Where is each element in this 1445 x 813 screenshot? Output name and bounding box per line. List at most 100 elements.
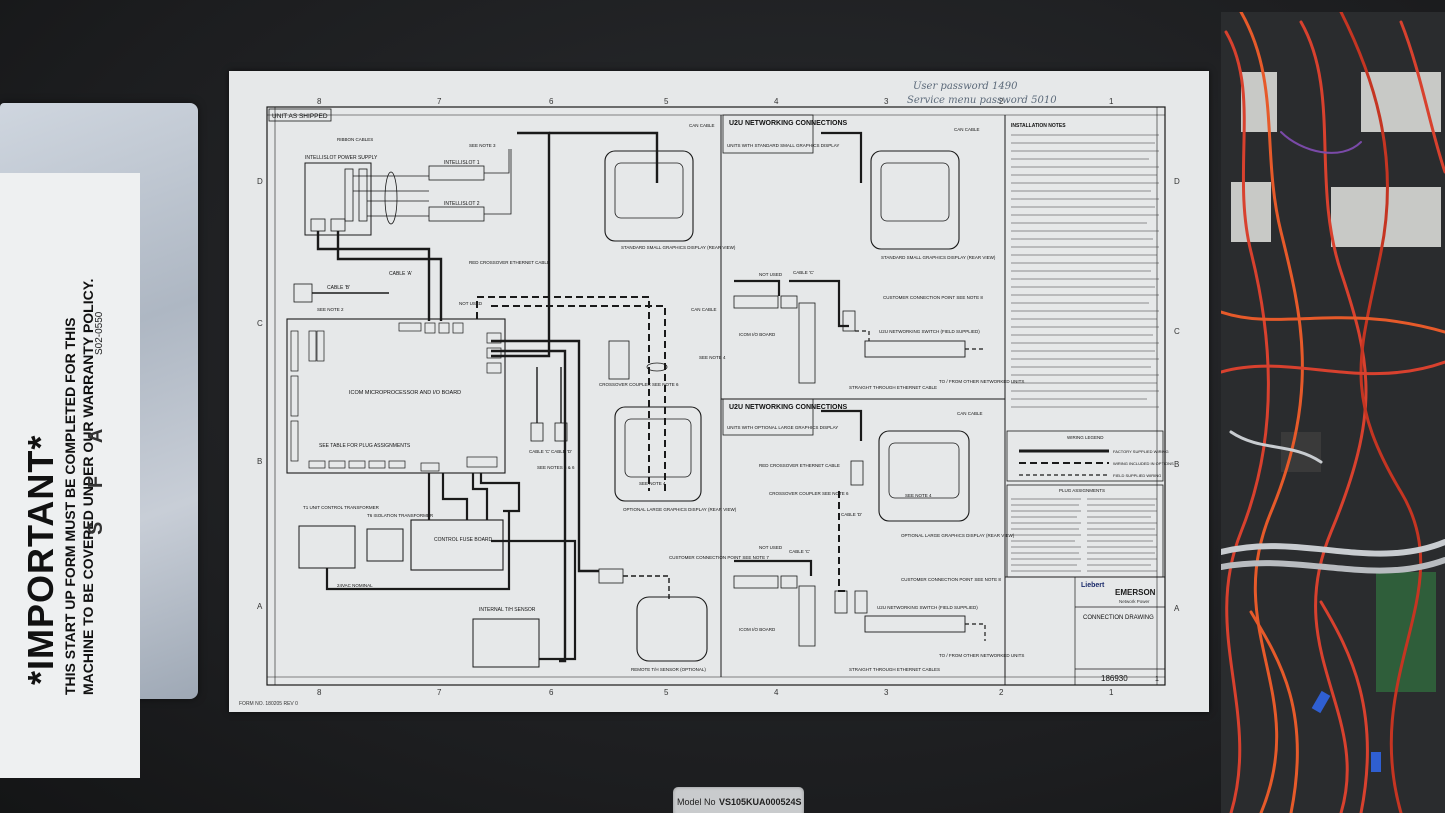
see-note-4-label: SEE NOTE 4 — [699, 355, 726, 360]
cable-c-label-2: CABLE 'C' — [793, 270, 814, 275]
plug-assignments-title: PLUG ASSIGNMENTS — [1059, 488, 1105, 493]
col-label-7: 7 — [437, 97, 442, 106]
icom-io-label-2: ICOM I/O BOARD — [739, 627, 776, 632]
see-note-2-label: SEE NOTE 2 — [317, 307, 344, 312]
col-label-8: 8 — [317, 97, 322, 106]
row-label-b: B — [257, 457, 262, 466]
cable-a-label: CABLE 'A' — [389, 271, 412, 277]
customer-conn-8-label-2: CUSTOMER CONNECTION POINT SEE NOTE 8 — [901, 577, 1001, 582]
col-label-3: 3 — [884, 97, 889, 106]
row-label-a: A — [257, 602, 263, 611]
see-table-label: SEE TABLE FOR PLUG ASSIGNMENTS — [319, 443, 411, 449]
can-cable-label-4: CAN CABLE — [957, 411, 983, 416]
can-cable-label-3: CAN CABLE — [954, 127, 980, 132]
optional-large-display-label-2: OPTIONAL LARGE GRAPHICS DISPLAY (REAR VI… — [901, 533, 1015, 538]
wiring-legend-title: WIRING LEGEND — [1067, 435, 1104, 440]
unit-as-shipped-label: UNIT AS SHIPPED — [272, 113, 328, 120]
intellislot-power-label: INTELLISLOT POWER SUPPLY — [305, 155, 378, 161]
straight-through-label: STRAIGHT THROUGH ETHERNET CABLE — [849, 385, 937, 390]
u2u-standard-sub: UNITS WITH STANDARD SMALL GRAPHICS DISPL… — [727, 143, 839, 148]
col-label-1: 1 — [1109, 97, 1114, 106]
col-label-7b: 7 — [437, 688, 442, 697]
row-label-d: D — [257, 177, 263, 186]
row-label-a-right: A — [1174, 604, 1180, 613]
icom-io-label: ICOM I/O BOARD — [739, 332, 776, 337]
emerson-sub-text: Network Power — [1119, 599, 1150, 604]
form-letters: S F A — [85, 414, 107, 535]
row-label-b-right: B — [1174, 460, 1179, 469]
form-id: S02-0550 — [94, 311, 105, 355]
model-plate-label: Model No — [677, 797, 716, 807]
row-label-c: C — [257, 319, 263, 328]
can-cable-label: CAN CABLE — [689, 123, 715, 128]
u2u-switch-label: U2U NETWORKING SWITCH (FIELD SUPPLIED) — [879, 329, 980, 334]
options-wiring-label: WIRING INCLUDED IN OPTIONS — [1113, 461, 1174, 466]
std-small-display-label: STANDARD SMALL GRAPHICS DISPLAY (REAR VI… — [621, 245, 736, 250]
std-small-display-label-2: STANDARD SMALL GRAPHICS DISPLAY (REAR VI… — [881, 255, 996, 260]
red-crossover-label: RED CROSSOVER ETHERNET CABLE — [469, 260, 550, 265]
cable-c-label: CABLE 'C' — [529, 449, 550, 454]
important-title: *IMPORTANT* — [20, 434, 61, 685]
model-plate: Model No VS105KUA000524S — [673, 787, 804, 813]
col-label-5: 5 — [664, 97, 669, 106]
factory-wiring-label: FACTORY SUPPLIED WIRING — [1113, 449, 1169, 454]
col-label-1b: 1 — [1109, 688, 1114, 697]
field-wiring-label: FIELD SUPPLIED WIRING — [1113, 473, 1161, 478]
red-crossover-label-2: RED CROSSOVER ETHERNET CABLE — [759, 463, 840, 468]
internal-th-label: INTERNAL T/H SENSOR — [479, 607, 536, 613]
vac-nominal-label: 24VAC NOMINAL — [337, 583, 373, 588]
col-label-5b: 5 — [664, 688, 669, 697]
model-plate-value: VS105KUA000524S — [719, 797, 802, 807]
cable-b-label: CABLE 'B' — [327, 285, 350, 291]
t6-transformer-label: T6 ISOLATION TRANSFORMER — [367, 513, 434, 518]
col-label-2b: 2 — [999, 688, 1004, 697]
cable-c-label-3: CABLE 'C' — [789, 549, 810, 554]
handwritten-service-password: Service menu password 5010 — [907, 95, 1057, 106]
sheet-number: 1 — [1155, 676, 1159, 683]
row-label-d-right: D — [1174, 177, 1180, 186]
col-label-6b: 6 — [549, 688, 554, 697]
liebert-logo-text: Liebert — [1081, 582, 1105, 589]
cable-d-label-2: CABLE 'D' — [841, 512, 862, 517]
see-note-4-label-3: SEE NOTE 4 — [905, 493, 932, 498]
control-fuse-label: CONTROL FUSE BOARD — [434, 537, 493, 543]
t1-transformer-label: T1 UNIT CONTROL TRANSFORMER — [303, 505, 380, 510]
to-from-label: TO / FROM OTHER NETWORKED UNITS — [939, 379, 1024, 384]
crossover-coupler-label: CROSSOVER COUPLER SEE NOTE 6 — [599, 382, 679, 387]
col-label-4: 4 — [774, 97, 779, 106]
installation-notes-title: INSTALLATION NOTES — [1011, 123, 1066, 129]
icom-board-label: ICOM MICROPROCESSOR AND I/O BOARD — [349, 390, 461, 396]
warranty-line-1: THIS START UP FORM MUST BE COMPLETED FOR… — [62, 317, 78, 695]
drawing-number: 186930 — [1101, 674, 1128, 683]
ribbon-cables-label: RIBBON CABLES — [337, 137, 373, 142]
u2u-large-title: U2U NETWORKING CONNECTIONS — [729, 404, 848, 411]
not-used-label-2: NOT USED — [759, 272, 783, 277]
see-notes-5-6-label: SEE NOTES 5 & 6 — [537, 465, 575, 470]
straight-through-label-2: STRAIGHT THROUGH ETHERNET CABLES — [849, 667, 940, 672]
col-label-8b: 8 — [317, 688, 322, 697]
customer-conn-7-label: CUSTOMER CONNECTION POINT SEE NOTE 7 — [669, 555, 769, 560]
see-note-3-label: SEE NOTE 3 — [469, 143, 496, 148]
customer-conn-8-label: CUSTOMER CONNECTION POINT SEE NOTE 8 — [883, 295, 983, 300]
optional-large-display-label: OPTIONAL LARGE GRAPHICS DISPLAY (REAR VI… — [623, 507, 737, 512]
col-label-2: 2 — [999, 97, 1004, 106]
intellislot-2-label: INTELLISLOT 2 — [444, 201, 480, 207]
col-label-4b: 4 — [774, 688, 779, 697]
not-used-label-3: NOT USED — [759, 545, 783, 550]
schematic-drawing: 8 7 6 5 4 3 2 1 8 7 6 5 4 3 2 1 D C B A — [239, 97, 1180, 707]
crossover-coupler-label-2: CROSSOVER COUPLER SEE NOTE 6 — [769, 491, 849, 496]
u2u-standard-title: U2U NETWORKING CONNECTIONS — [729, 120, 848, 127]
row-label-c-right: C — [1174, 327, 1180, 336]
see-note-4-label-2: SEE NOTE 4 — [639, 481, 666, 486]
connection-drawing-title: CONNECTION DRAWING — [1083, 615, 1154, 621]
warranty-card-text: *IMPORTANT* THIS START UP FORM MUST BE C… — [0, 105, 140, 705]
u2u-large-sub: UNITS WITH OPTIONAL LARGE GRAPHICS DISPL… — [727, 425, 838, 430]
not-used-label: NOT USED — [459, 301, 483, 306]
to-from-label-2: TO / FROM OTHER NETWORKED UNITS — [939, 653, 1024, 658]
intellislot-1-label: INTELLISLOT 1 — [444, 160, 480, 166]
plastic-bag — [0, 103, 198, 778]
col-label-6: 6 — [549, 97, 554, 106]
can-cable-label-2: CAN CABLE — [691, 307, 717, 312]
col-label-3b: 3 — [884, 688, 889, 697]
